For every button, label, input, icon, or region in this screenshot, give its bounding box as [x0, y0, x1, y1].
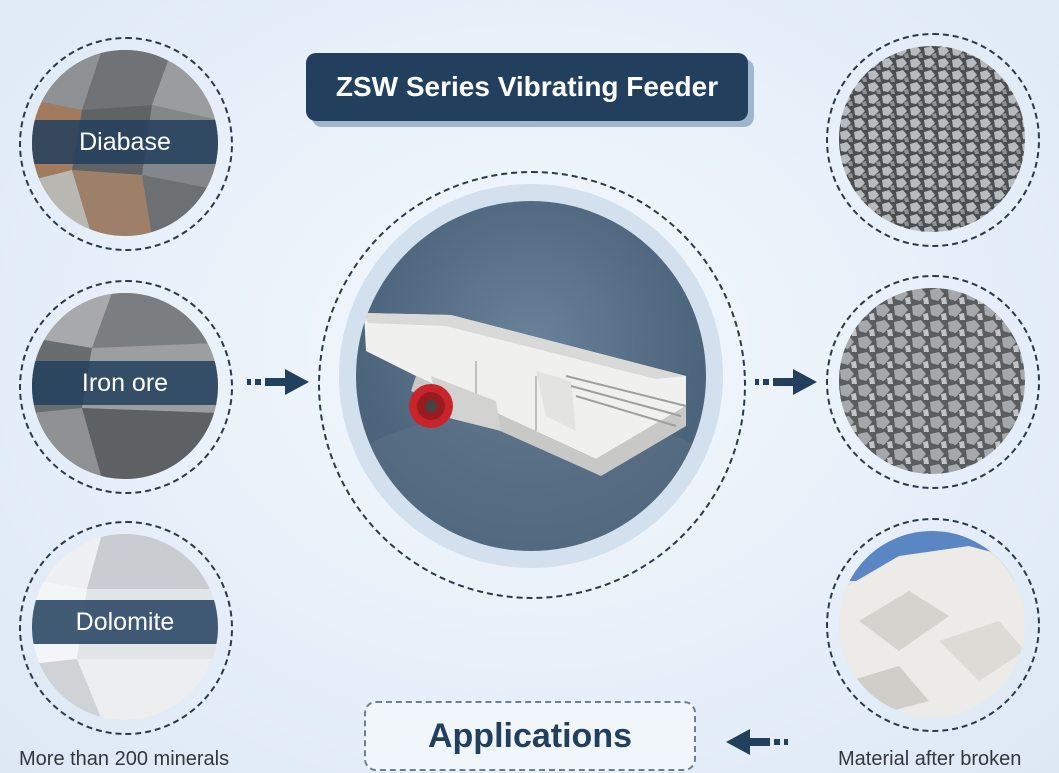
output-ring-2: [826, 275, 1040, 489]
arrow-right-icon: [247, 368, 309, 401]
vibrating-feeder-image: [356, 313, 706, 551]
caption-material-after-broken: Material after broken: [838, 748, 1022, 770]
material-photo-diabase: Diabase: [32, 50, 218, 236]
machine-ring: [318, 171, 746, 599]
output-photo-2: [839, 288, 1025, 474]
arrow-left-icon: [726, 728, 788, 761]
material-label-dolomite: Dolomite: [32, 600, 218, 644]
crushed-stone-image: [839, 288, 1025, 474]
stockpile-image: [839, 531, 1025, 717]
page-title: ZSW Series Vibrating Feeder: [306, 53, 748, 121]
material-label-diabase: Diabase: [32, 120, 218, 164]
material-photo-dolomite: Dolomite: [32, 534, 218, 720]
crushed-stone-image: [839, 46, 1025, 232]
caption-minerals: More than 200 minerals: [19, 748, 230, 770]
output-photo-3: [839, 531, 1025, 717]
applications-label: Applications: [364, 701, 696, 771]
arrow-right-icon: [755, 368, 817, 401]
output-photo-1: [839, 46, 1025, 232]
material-ring-diabase: [19, 37, 233, 251]
material-label-iron-ore: Iron ore: [32, 361, 218, 405]
output-ring-3: [826, 518, 1040, 732]
material-ring-iron-ore: [19, 280, 233, 494]
material-ring-dolomite: [19, 521, 233, 735]
material-photo-iron-ore: Iron ore: [32, 293, 218, 479]
machine-photo: [356, 201, 706, 551]
output-ring-1: [826, 33, 1040, 247]
